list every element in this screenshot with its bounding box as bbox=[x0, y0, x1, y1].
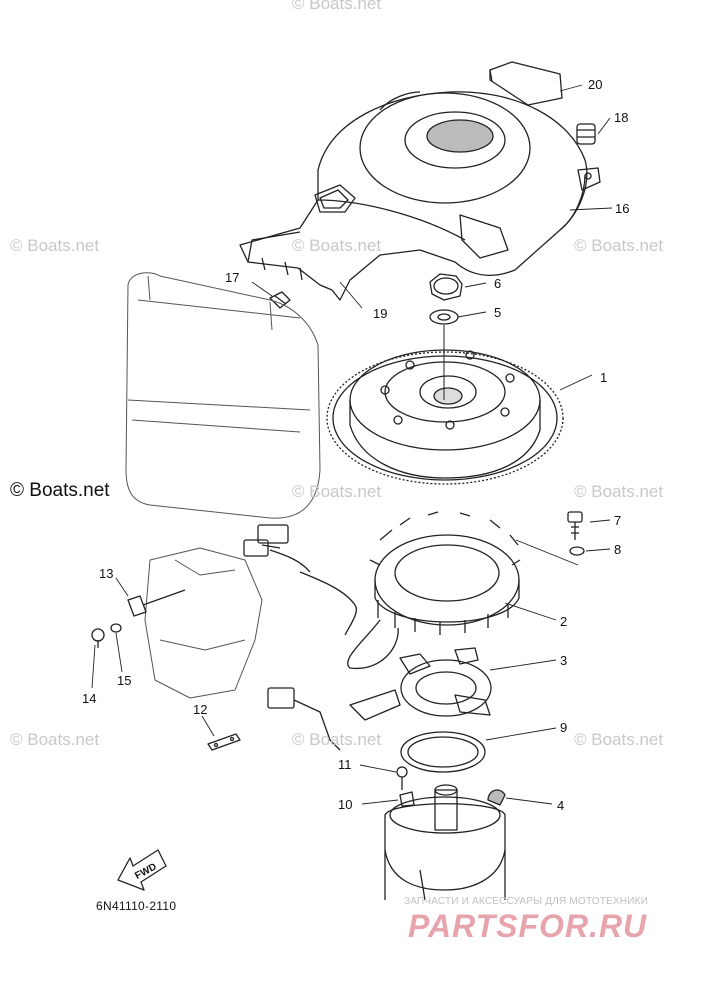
callout-4: 4 bbox=[557, 798, 564, 813]
brand-logo[interactable]: PARTSFOR.RU bbox=[408, 908, 648, 944]
connector-stator[interactable] bbox=[243, 524, 289, 557]
stator-wiring bbox=[269, 549, 399, 670]
connector-pulser[interactable] bbox=[267, 687, 341, 751]
leader-lines bbox=[91, 84, 613, 805]
bracket-13[interactable] bbox=[127, 589, 186, 617]
clamp-10[interactable] bbox=[399, 791, 415, 807]
cover-plate[interactable] bbox=[489, 61, 563, 106]
watermark: © Boats.net bbox=[292, 236, 382, 255]
brand-subtitle: ЗАПЧАСТИ И АКСЕССУАРЫ ДЛЯ МОТОТЕХНИКИ bbox=[404, 896, 649, 907]
callout-14: 14 bbox=[82, 691, 96, 706]
flywheel[interactable] bbox=[326, 325, 564, 485]
callout-18: 18 bbox=[614, 110, 628, 125]
watermark: © Boats.net bbox=[10, 730, 100, 749]
callout-9: 9 bbox=[560, 720, 567, 735]
callout-5: 5 bbox=[494, 305, 501, 320]
flywheel-cover[interactable] bbox=[239, 91, 601, 301]
bracket-12[interactable] bbox=[207, 733, 241, 751]
watermark: © Boats.net bbox=[574, 482, 664, 501]
callout-8: 8 bbox=[614, 542, 621, 557]
nut[interactable] bbox=[429, 273, 463, 301]
washer-8[interactable] bbox=[569, 546, 585, 556]
stator[interactable] bbox=[369, 511, 521, 635]
copyright-label: © Boats.net bbox=[10, 480, 110, 501]
callout-13: 13 bbox=[99, 566, 113, 581]
diagram-code: 6N41110-2110 bbox=[96, 899, 177, 913]
callout-15: 15 bbox=[117, 673, 131, 688]
callout-6: 6 bbox=[494, 276, 501, 291]
callout-20: 20 bbox=[588, 77, 602, 92]
callout-3: 3 bbox=[560, 653, 567, 668]
callout-19: 19 bbox=[373, 306, 387, 321]
crankshaft-housing bbox=[384, 784, 506, 901]
callout-17: 17 bbox=[225, 270, 239, 285]
grommet[interactable] bbox=[576, 123, 596, 145]
watermark: © Boats.net bbox=[574, 730, 664, 749]
retaining-ring[interactable] bbox=[400, 731, 486, 773]
fuel-tank-outline bbox=[125, 272, 321, 519]
callout-7: 7 bbox=[614, 513, 621, 528]
bolt-7[interactable] bbox=[567, 511, 583, 540]
washer-15[interactable] bbox=[110, 623, 122, 633]
bolt-11[interactable] bbox=[396, 766, 408, 790]
callout-10: 10 bbox=[338, 797, 352, 812]
pulser-coil[interactable] bbox=[349, 647, 492, 721]
callout-1: 1 bbox=[600, 370, 607, 385]
watermark: © Boats.net bbox=[574, 236, 664, 255]
watermark: © Boats.net bbox=[10, 236, 100, 255]
woodruff-key[interactable] bbox=[487, 789, 506, 806]
callout-2: 2 bbox=[560, 614, 567, 629]
watermark: © Boats.net bbox=[292, 482, 382, 501]
powerhead-outline bbox=[144, 547, 263, 699]
cover-screw[interactable] bbox=[269, 291, 291, 309]
screw-14[interactable] bbox=[91, 628, 105, 648]
watermark: © Boats.net bbox=[292, 730, 382, 749]
washer[interactable] bbox=[429, 309, 459, 325]
fwd-arrow-icon bbox=[117, 849, 167, 891]
callout-11: 11 bbox=[338, 757, 352, 772]
callout-12: 12 bbox=[193, 702, 207, 717]
callout-16: 16 bbox=[615, 201, 629, 216]
watermark: © Boats.net bbox=[292, 0, 382, 13]
